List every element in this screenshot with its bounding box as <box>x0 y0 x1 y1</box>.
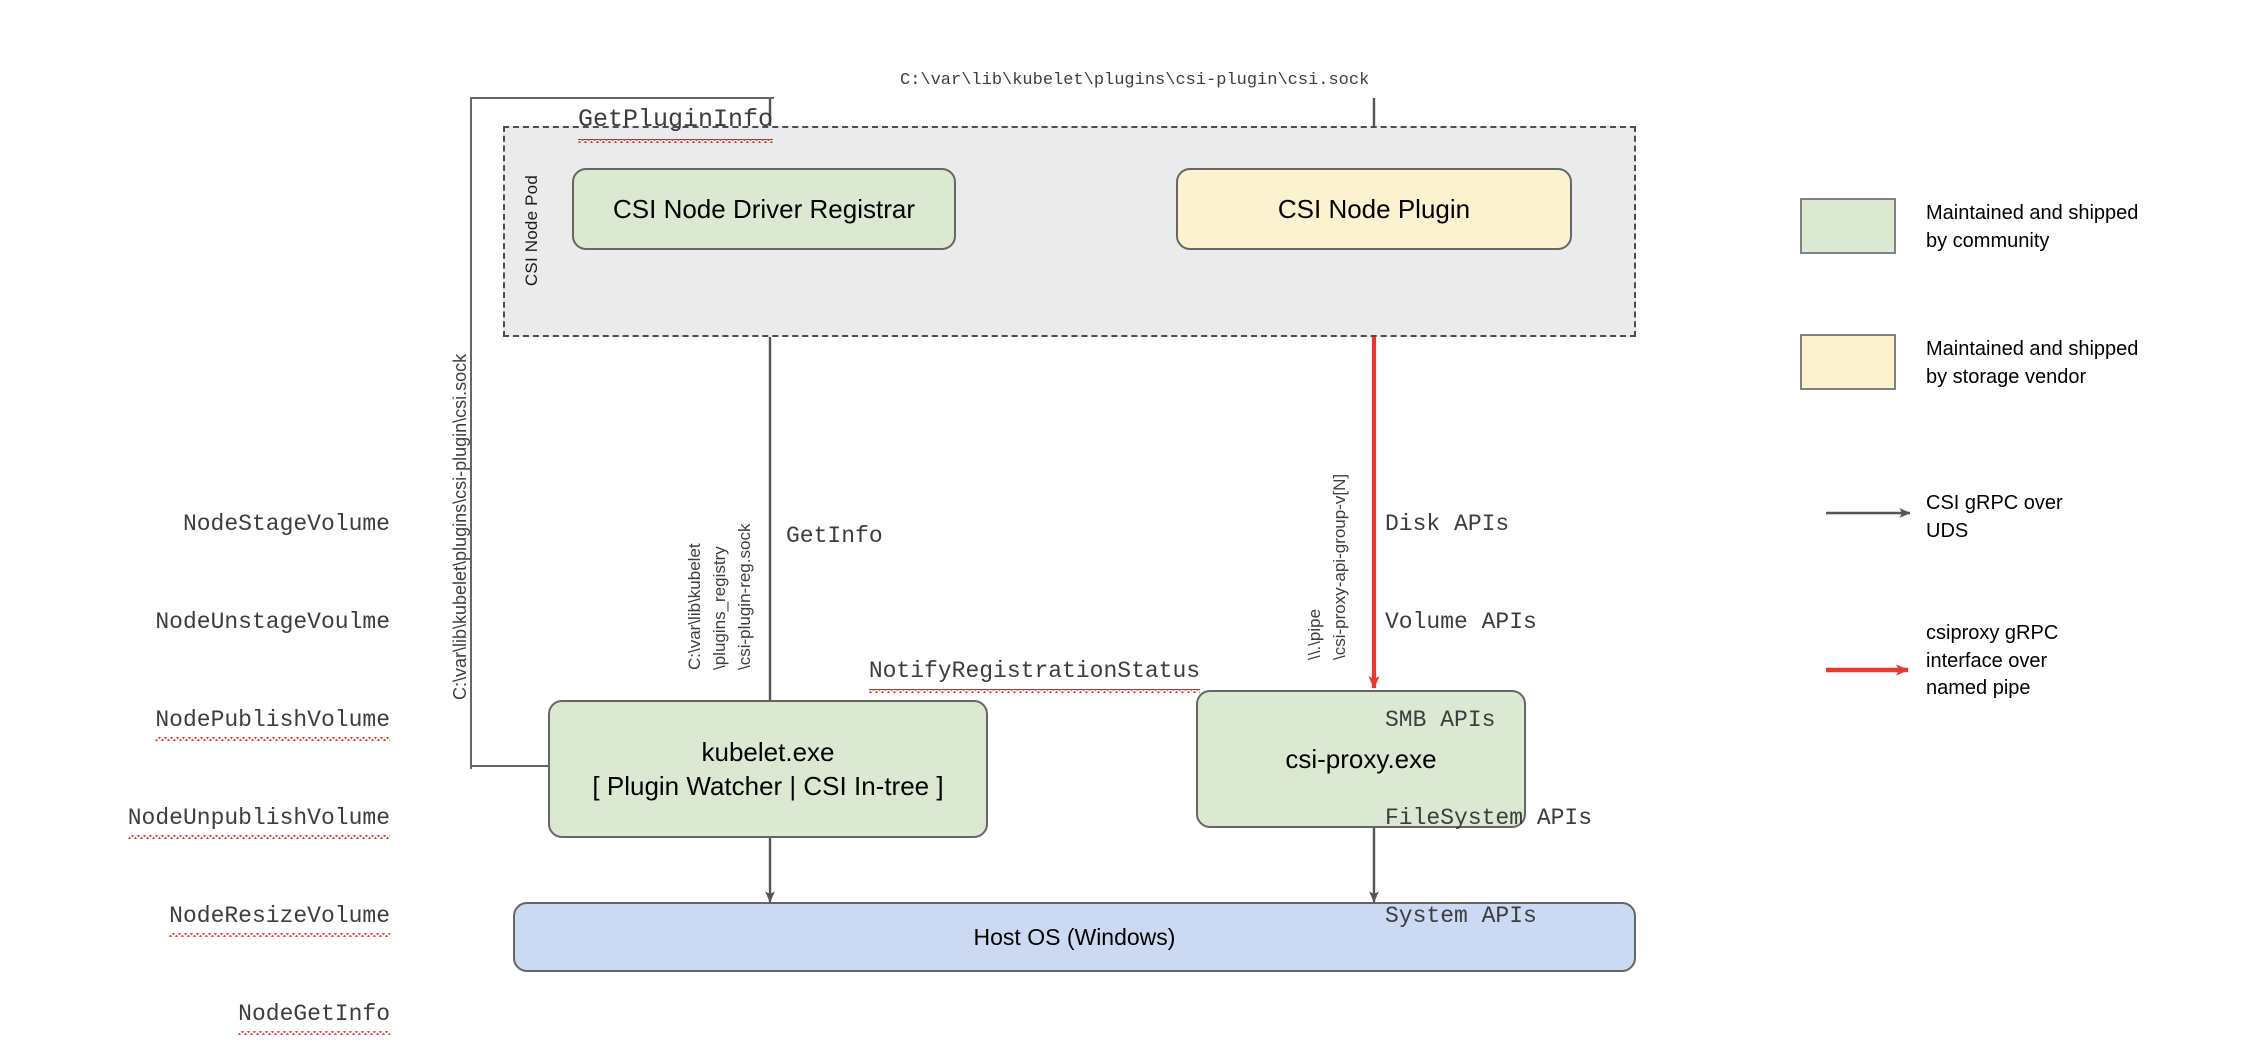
node-csi-node-driver-registrar-label: CSI Node Driver Registrar <box>613 193 915 224</box>
csi-proxy-api-item: SMB APIs <box>1385 707 1496 734</box>
label-get-plugin-info-text: GetPluginInfo <box>578 101 774 143</box>
label-csi-sock-path-top: C:\var\lib\kubelet\plugins\csi-plugin\cs… <box>900 71 1370 90</box>
legend-label-csi-grpc-uds: CSI gRPC over UDS <box>1926 492 2063 542</box>
node-kubelet-exe[interactable]: kubelet.exe [ Plugin Watcher | CSI In-tr… <box>548 700 988 838</box>
node-api-item: NodeUnpublishVolume <box>127 802 391 839</box>
node-host-os-label: Host OS (Windows) <box>973 923 1176 950</box>
node-api-item: NodeStageVolume <box>182 511 390 538</box>
node-api-item: NodeGetInfo <box>238 998 390 1035</box>
node-host-os[interactable]: Host OS (Windows) <box>513 902 1636 972</box>
legend-swatch-storage-vendor <box>1800 334 1896 390</box>
legend-label-storage-vendor: Maintained and shipped by storage vendor <box>1926 338 2139 388</box>
legend-swatch-community <box>1800 198 1896 254</box>
csi-proxy-api-list: Disk APIs Volume APIs SMB APIs FileSyste… <box>1385 443 1592 998</box>
node-csi-node-plugin[interactable]: CSI Node Plugin <box>1176 168 1572 250</box>
legend-label-community: Maintained and shipped by community <box>1926 202 2139 252</box>
label-get-info: GetInfo <box>786 523 883 550</box>
get-plugin-info-route-frame <box>470 97 774 769</box>
node-csi-proxy-exe-label: csi-proxy.exe <box>1285 743 1437 774</box>
node-api-item: NodePublishVolume <box>155 704 390 741</box>
node-kubelet-exe-line1: kubelet.exe <box>701 736 835 767</box>
get-plugin-info-route-bottom <box>470 765 548 767</box>
node-kubelet-exe-line2: [ Plugin Watcher | CSI In-tree ] <box>592 771 944 801</box>
csi-proxy-api-item: Disk APIs <box>1385 511 1510 538</box>
csi-proxy-api-item: System APIs <box>1385 903 1537 930</box>
csi-proxy-api-item: FileSystem APIs <box>1385 805 1593 832</box>
label-registration-calls: GetInfo NotifyRegistrationStatus <box>786 455 1201 788</box>
node-service-api-list: NodeStageVolume NodeUnstageVoulme NodePu… <box>60 443 391 1044</box>
node-csi-node-plugin-label: CSI Node Plugin <box>1277 193 1471 224</box>
label-notify-registration-status: NotifyRegistrationStatus <box>868 655 1201 693</box>
node-csi-node-driver-registrar[interactable]: CSI Node Driver Registrar <box>572 168 956 250</box>
csi-proxy-api-item: Volume APIs <box>1385 609 1537 636</box>
legend-label-csiproxy-named-pipe: csiproxy gRPC interface over named pipe <box>1926 622 2059 700</box>
label-get-plugin-info: GetPluginInfo <box>518 63 774 178</box>
node-api-item: NodeResizeVolume <box>169 900 390 937</box>
node-api-item: NodeUnstageVoulme <box>155 609 390 636</box>
node-csi-proxy-exe[interactable]: csi-proxy.exe <box>1196 690 1526 828</box>
